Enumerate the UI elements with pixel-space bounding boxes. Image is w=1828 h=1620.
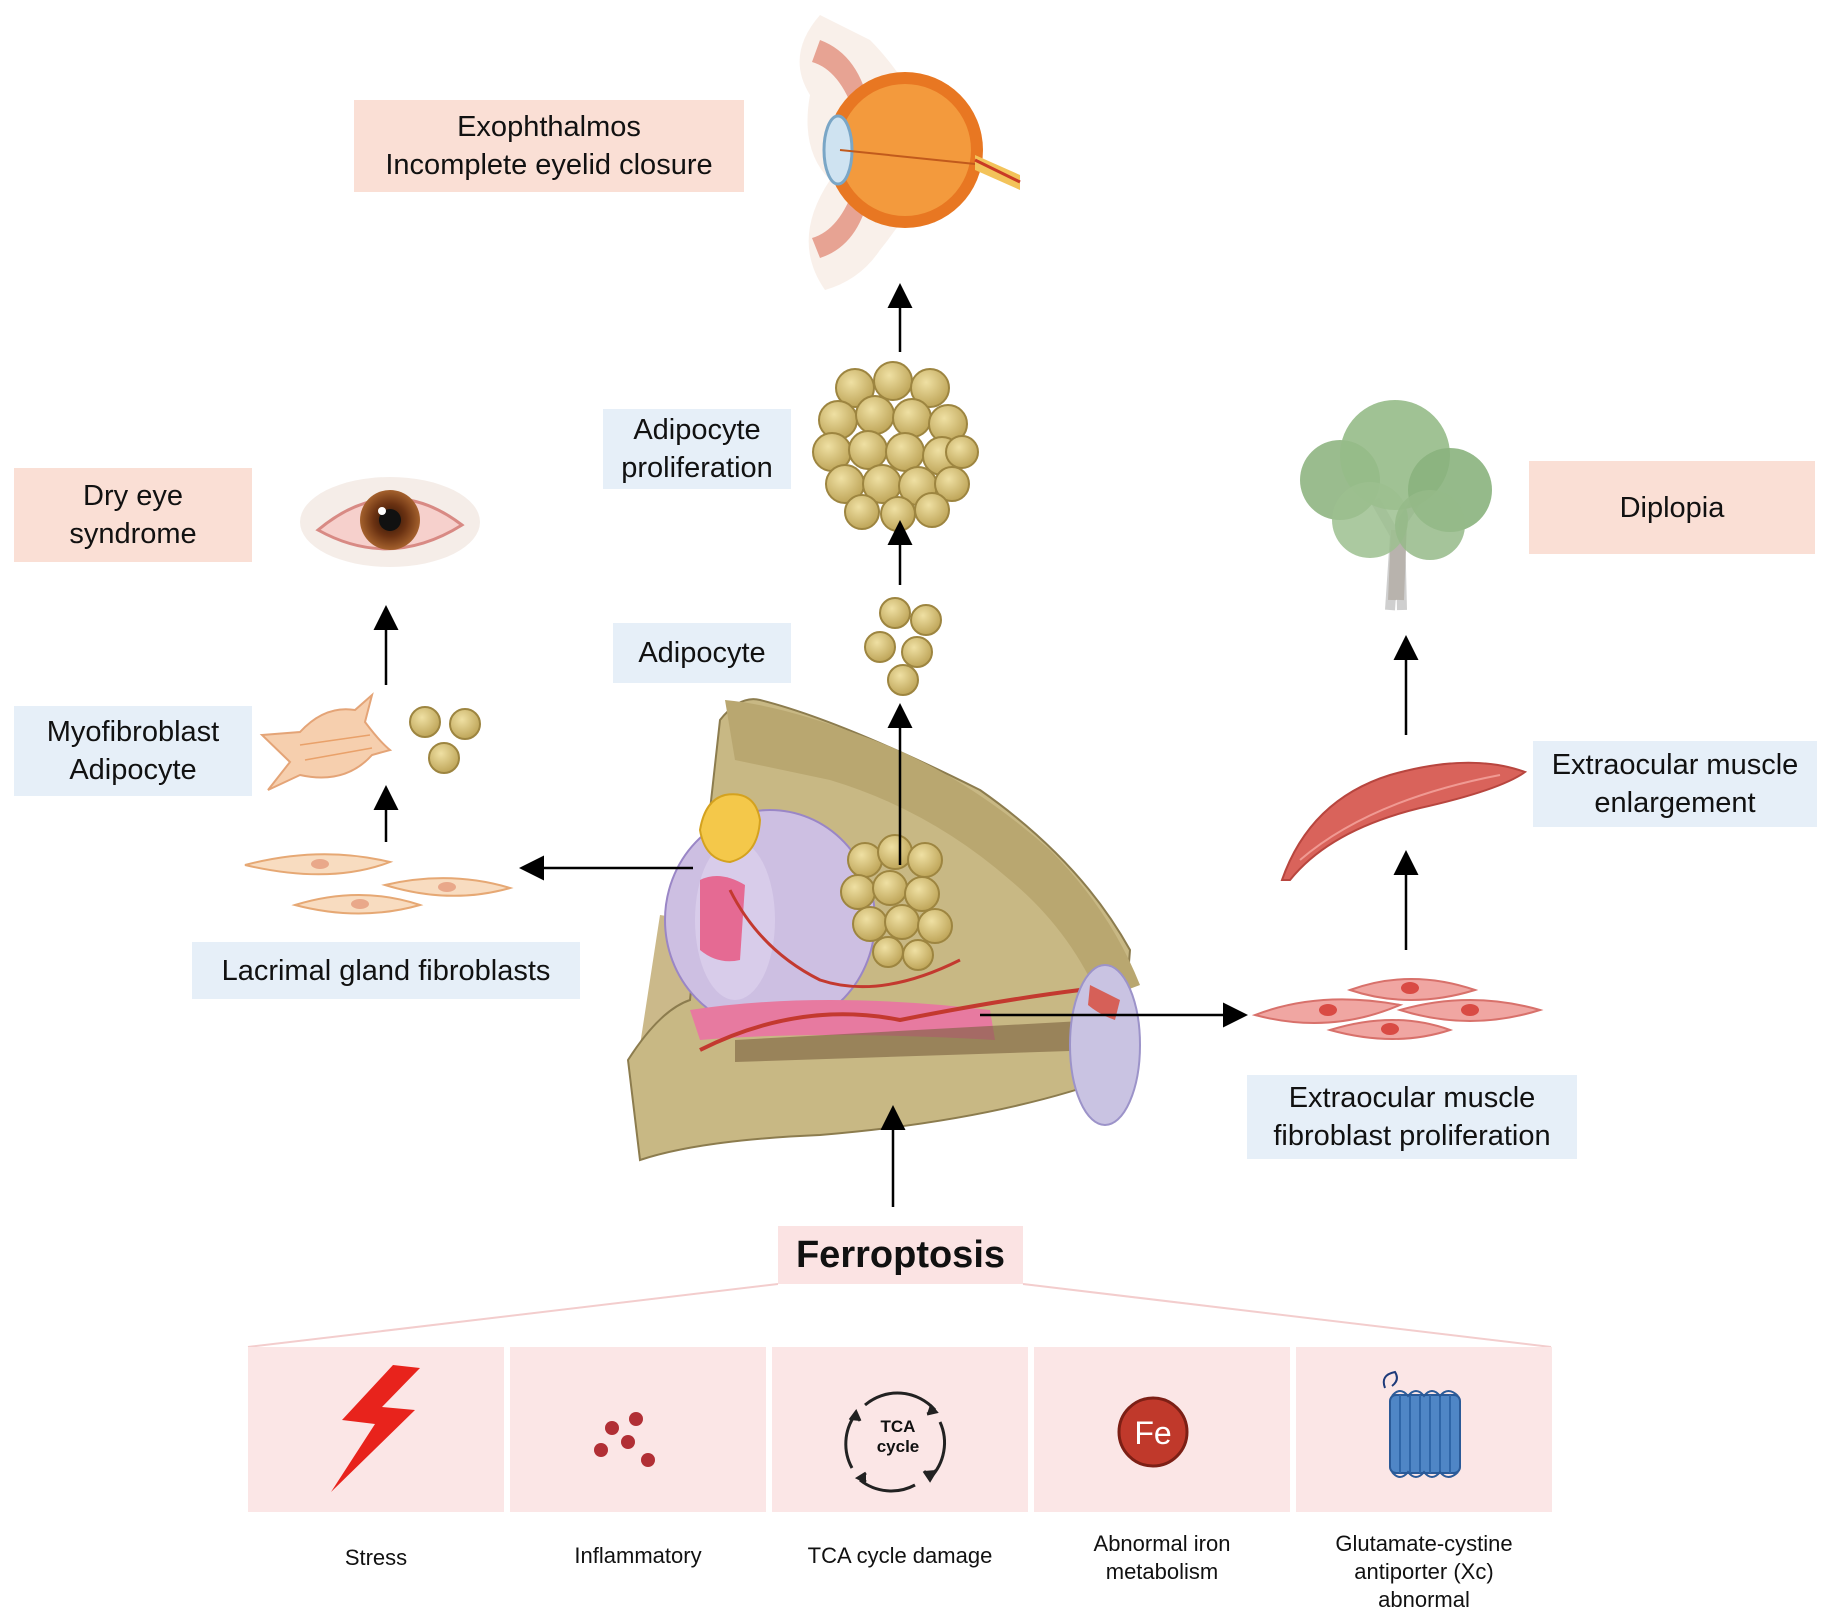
cause-label-stress: Stress	[344, 1545, 408, 1570]
extraocular-muscle-enlargement-label: Extraocular muscle enlargement	[1533, 741, 1817, 827]
cause-label-inflammatory: Inflammatory	[574, 1543, 702, 1568]
adipocyte-cells-icon	[864, 597, 942, 696]
cause-label-abnormal-iron-metabolism: Abnormal iron metabolism	[1093, 1531, 1231, 1584]
transporter-protein-icon	[1382, 1370, 1461, 1478]
diplopia-label: Diplopia	[1529, 461, 1815, 554]
pathway-arrows	[373, 283, 1419, 1207]
exophthalmos-label: Exophthalmos Incomplete eyelid closure	[354, 100, 744, 192]
adipocyte-small-cells-icon	[409, 706, 481, 774]
tree-icon	[1300, 400, 1492, 611]
svg-text:cycle: cycle	[877, 1437, 920, 1456]
myofibroblast-cell-icon	[259, 692, 393, 791]
extraocular-muscle-icon	[1280, 761, 1528, 881]
cause-panels	[248, 1347, 1552, 1512]
adipocyte-proliferation-label: Adipocyte proliferation	[603, 409, 791, 489]
svg-text:Fe: Fe	[1134, 1415, 1171, 1451]
extraocular-muscle-fibroblast-proliferation-label: Extraocular muscle fibroblast proliferat…	[1247, 1075, 1577, 1159]
lightning-bolt-icon	[331, 1365, 420, 1492]
tca-cycle-icon	[844, 1391, 947, 1493]
svg-text:TCA: TCA	[881, 1417, 916, 1436]
adipocyte-cluster-icon	[812, 361, 979, 532]
orbit-anatomy-icon	[626, 698, 1141, 1162]
muscle-fibroblast-cells-icon	[1251, 978, 1544, 1040]
red-eye-icon	[300, 477, 480, 567]
cause-label-tca-cycle-damage: TCA cycle damage	[807, 1543, 993, 1568]
dry-eye-label: Dry eye syndrome	[14, 468, 252, 562]
lacrimal-gland-fibroblasts-label: Lacrimal gland fibroblasts	[192, 942, 580, 999]
iron-fe-icon	[1117, 1396, 1189, 1468]
adipocyte-label: Adipocyte	[613, 623, 791, 683]
inflammatory-cells-icon	[594, 1412, 655, 1467]
eye-cross-section-icon	[799, 15, 1021, 290]
myofibroblast-adipocyte-label: Myofibroblast Adipocyte	[14, 706, 252, 796]
cause-label-glutamate-cystine-antiporter: Glutamate-cystine antiporter (Xc) abnorm…	[1335, 1531, 1513, 1612]
ferroptosis-title: Ferroptosis	[778, 1226, 1023, 1284]
fibroblast-cells-icon	[244, 853, 514, 915]
